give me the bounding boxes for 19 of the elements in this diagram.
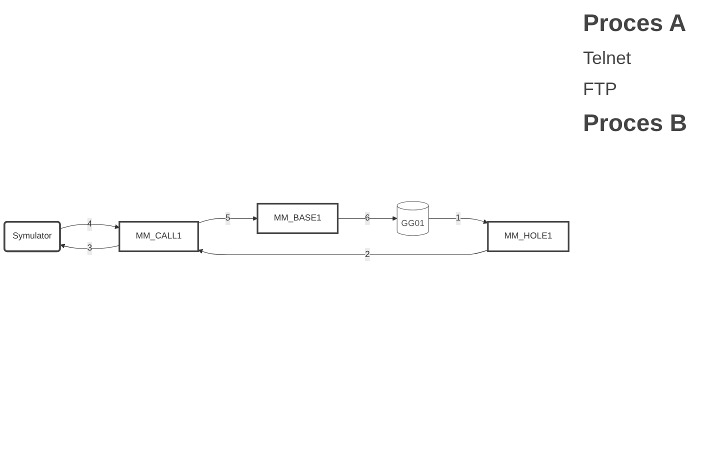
arrow (198, 249, 488, 256)
section-label: Proces A (583, 10, 688, 38)
arrow (60, 224, 120, 230)
arrow (337, 216, 398, 222)
protocol-label: FTP (583, 79, 618, 100)
section-label: Proces B (583, 110, 688, 138)
protocol-label: Telnet (583, 48, 632, 69)
arrow (60, 244, 120, 250)
edge-label: 3 (87, 244, 92, 254)
edge-label: 4 (87, 220, 92, 230)
edge-label: 6 (364, 214, 370, 224)
node-box: MM_BASE1 (256, 203, 339, 234)
node-box: MM_HOLE1 (487, 221, 570, 252)
arrow (198, 216, 258, 224)
edge-label: 5 (225, 214, 230, 224)
edge-label: 2 (364, 250, 370, 260)
arrow (428, 218, 488, 224)
node-box: MM_CALL1 (118, 221, 199, 252)
edge-label: 1 (456, 214, 461, 224)
